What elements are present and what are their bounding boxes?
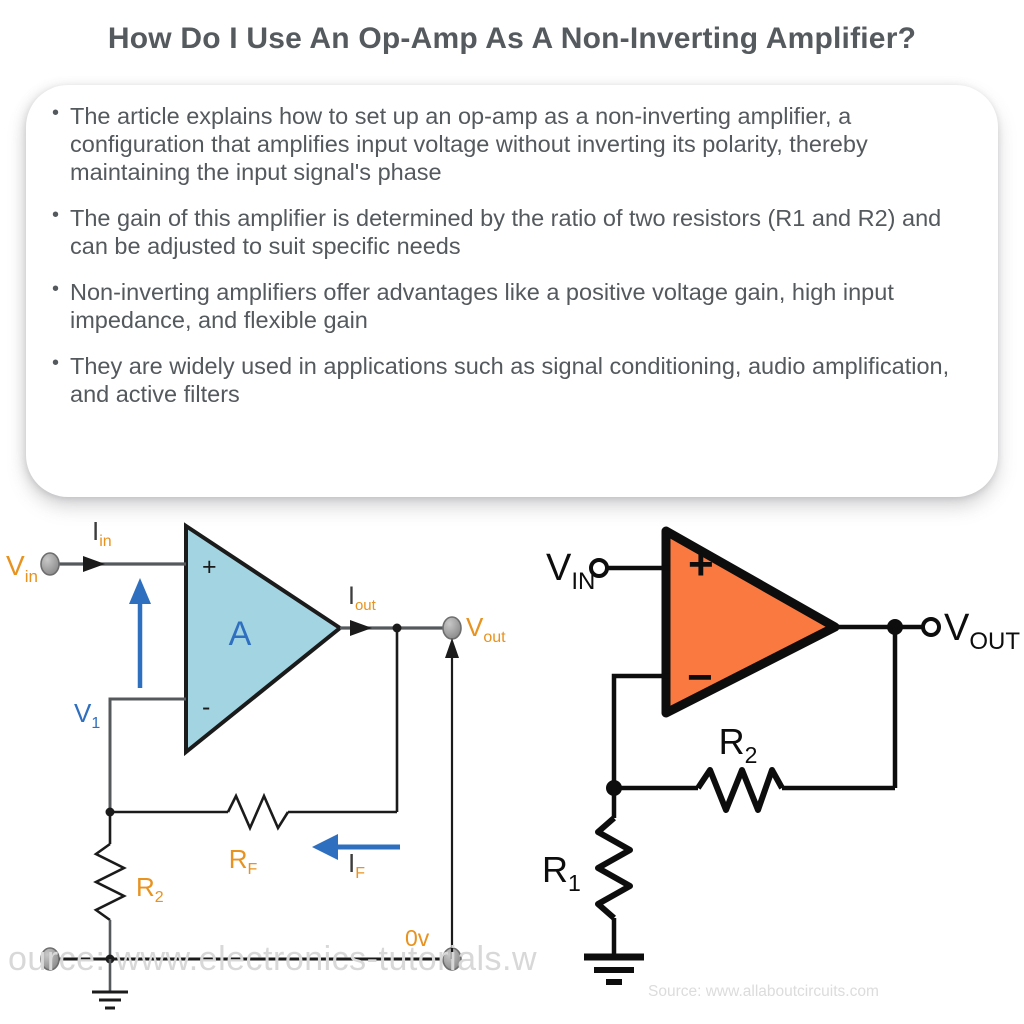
label-iout-left: Iout <box>348 582 377 614</box>
terminal-vin-right[interactable] <box>589 558 609 578</box>
terminal-vin-left[interactable] <box>40 552 60 576</box>
terminal-ground-left[interactable] <box>40 947 60 971</box>
right-schematic-svg: + − <box>542 526 1020 985</box>
label-iin-left: Iin <box>92 516 112 550</box>
resistor-r1-right <box>595 815 633 921</box>
watermark-electronics-tutorials: ource: www.electronics-tutorials.w <box>8 940 538 978</box>
label-r2-left: R2 <box>136 872 164 906</box>
current-arrow-iin <box>83 556 105 572</box>
label-vout-right: VOUT <box>944 607 1020 655</box>
terminal-vout-right[interactable] <box>921 617 941 637</box>
circuit-diagram-right: Source: www.allaboutcircuits.com + − <box>520 500 1024 1024</box>
page-title: How Do I Use An Op-Amp As A Non-Invertin… <box>107 22 917 55</box>
current-arrow-iout <box>350 620 372 636</box>
label-r1-right: R1 <box>542 849 581 896</box>
wire-inverting-input-right <box>611 673 670 788</box>
label-0v-left: 0v <box>405 925 430 951</box>
arrow-head-vin-blue <box>129 578 151 604</box>
list-item: The article explains how to set up an op… <box>48 102 972 187</box>
resistor-rf <box>226 792 290 832</box>
opamp-gain-label: A <box>229 615 252 653</box>
list-item: Non-inverting amplifiers offer advantage… <box>48 278 972 335</box>
label-rf-left: RF <box>229 844 258 878</box>
opamp-triangle-left <box>184 522 344 757</box>
list-item: They are widely used in applications suc… <box>48 352 972 409</box>
summary-bullet-list: The article explains how to set up an op… <box>48 102 972 409</box>
label-vin-right: VIN <box>546 547 595 595</box>
circuit-diagram-left: ource: www.electronics-tutorials.w A + - <box>0 500 537 1024</box>
opamp-plus-sign-right: + <box>688 540 714 589</box>
resistor-r2-left <box>93 842 127 922</box>
label-vin-left: Vin <box>6 550 38 586</box>
left-schematic-svg: A + - <box>6 516 506 1010</box>
opamp-plus-sign-left: + <box>202 553 217 581</box>
opamp-minus-sign-right: − <box>687 653 713 702</box>
label-if-left: IF <box>348 848 365 882</box>
opamp-triangle-right <box>661 526 840 718</box>
label-vout-left: Vout <box>466 612 506 646</box>
opamp-minus-sign-left: - <box>202 693 210 721</box>
summary-card: The article explains how to set up an op… <box>26 85 998 497</box>
arrow-head-if-blue <box>312 834 338 860</box>
label-r2-right: R2 <box>719 721 758 768</box>
source-attribution-allaboutcircuits: Source: www.allaboutcircuits.com <box>648 983 879 1000</box>
label-v1-left: V1 <box>74 698 100 732</box>
figures-area: ource: www.electronics-tutorials.w A + - <box>0 500 1024 1024</box>
resistor-r2-right <box>695 767 785 813</box>
terminal-vout-left[interactable] <box>442 616 462 640</box>
list-item: The gain of this amplifier is determined… <box>48 204 972 261</box>
arrow-vout-sense-up <box>445 638 459 658</box>
wire-inverting-input-left <box>108 697 186 812</box>
